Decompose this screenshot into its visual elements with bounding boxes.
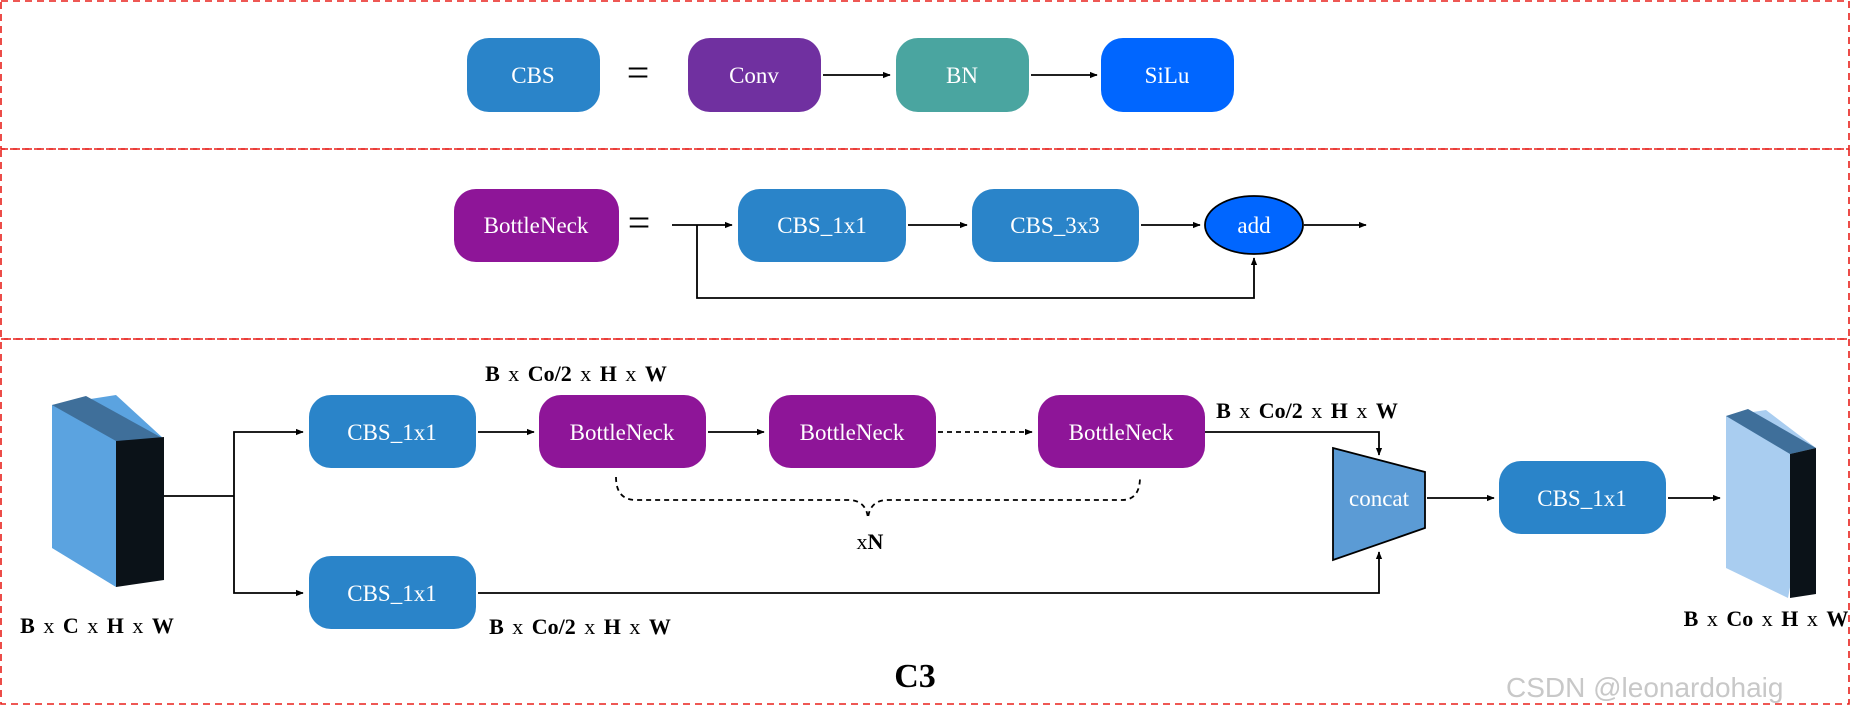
c3-cbs-out-node: CBS_1x1 <box>1499 461 1666 534</box>
bn-node: BN <box>896 38 1029 112</box>
watermark: CSDN @leonardohaig <box>1506 672 1783 703</box>
input-dims-label: B x C x H x W <box>20 613 174 638</box>
bottom-cbs-to-concat-arrow <box>478 551 1383 594</box>
bottleneck-1-label: BottleNeck <box>570 420 675 445</box>
c3-cbs-top-node: CBS_1x1 <box>309 395 476 468</box>
bn-cbs-1x1-label: CBS_1x1 <box>777 213 866 238</box>
concat-label: concat <box>1349 486 1410 511</box>
bottleneck-definition: BottleNeck = CBS_1x1 CBS_3x3 add <box>454 189 1367 299</box>
add-node: add <box>1204 195 1304 255</box>
cbs-definition: CBS = Conv BN SiLu <box>467 38 1234 112</box>
bottleneck-lhs-label: BottleNeck <box>484 213 589 238</box>
bottleneck-to-concat-arrow <box>1205 431 1383 456</box>
bottleneck-definition-frame <box>0 148 1850 340</box>
residual-skip-arrow <box>696 225 1258 299</box>
repeat-label: xN <box>857 529 884 554</box>
split-to-top-arrow <box>233 428 304 496</box>
c3-cbs-out-label: CBS_1x1 <box>1537 486 1626 511</box>
bn-cbs-1x1-node: CBS_1x1 <box>738 189 906 262</box>
c3-structure: B x C x H x W CBS_1x1 B x Co/2 x H x W <box>20 361 1848 695</box>
cbs-node: CBS <box>467 38 600 112</box>
conv-node: Conv <box>688 38 821 112</box>
bn-label: BN <box>946 63 978 88</box>
concat-node: concat <box>1332 446 1426 562</box>
c3-cbs-top-label: CBS_1x1 <box>347 420 436 445</box>
bn-cbs-3x3-label: CBS_3x3 <box>1010 213 1099 238</box>
bn-cbs-3x3-node: CBS_3x3 <box>972 189 1139 262</box>
c3-cbs-bottom-node: CBS_1x1 <box>309 556 476 629</box>
bottleneck-n-node: BottleNeck <box>1038 395 1205 468</box>
bottleneck-1-node: BottleNeck <box>539 395 706 468</box>
c3-title: C3 <box>894 658 936 695</box>
repeat-brace <box>615 476 1141 519</box>
top-branch-dims-label: B x Co/2 x H x W <box>485 361 667 386</box>
bottleneck-lhs-node: BottleNeck <box>454 189 619 262</box>
bottleneck-2-label: BottleNeck <box>800 420 905 445</box>
add-label: add <box>1237 213 1271 238</box>
bottleneck-n-label: BottleNeck <box>1069 420 1174 445</box>
input-tensor <box>52 395 164 587</box>
c3-cbs-bottom-label: CBS_1x1 <box>347 581 436 606</box>
bottleneck-2-node: BottleNeck <box>769 395 936 468</box>
bottom-branch-dims-label: B x Co/2 x H x W <box>489 614 671 639</box>
cbs-label: CBS <box>511 63 554 88</box>
split-to-bottom-arrow <box>233 496 304 597</box>
output-dims-label: B x Co x H x W <box>1684 606 1849 631</box>
equals-sign: = <box>628 200 651 245</box>
silu-node: SiLu <box>1101 38 1234 112</box>
conv-label: Conv <box>729 63 779 88</box>
output-tensor <box>1726 409 1816 598</box>
equals-sign: = <box>627 50 650 95</box>
silu-label: SiLu <box>1145 63 1190 88</box>
bottleneck-out-dims-label: B x Co/2 x H x W <box>1216 398 1398 423</box>
c3-frame <box>0 338 1850 705</box>
